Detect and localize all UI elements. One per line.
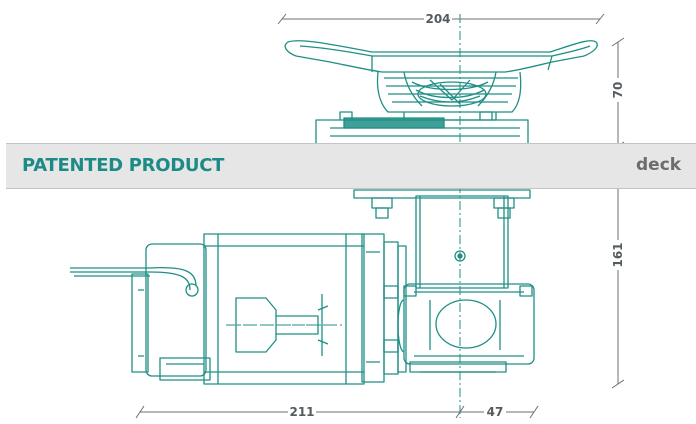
gearbox (397, 283, 535, 373)
dim-height-above-label: 70 (611, 82, 625, 99)
motor-flange (361, 233, 407, 383)
patented-product-label: PATENTED PRODUCT (22, 155, 225, 176)
power-cables (70, 266, 199, 297)
dim-top-width-label: 204 (425, 12, 450, 26)
dim-gearbox-offset-label: 47 (487, 405, 504, 419)
deck-band (6, 143, 696, 189)
deck-label: deck (636, 155, 682, 175)
dim-motor-length-label: 211 (289, 405, 314, 419)
dim-height-below-label: 161 (611, 242, 625, 267)
cleat-head (284, 40, 598, 73)
motor-body (203, 233, 365, 385)
gear-column (415, 195, 509, 289)
capstan-drum (376, 71, 522, 121)
motor-endcap (131, 243, 211, 381)
